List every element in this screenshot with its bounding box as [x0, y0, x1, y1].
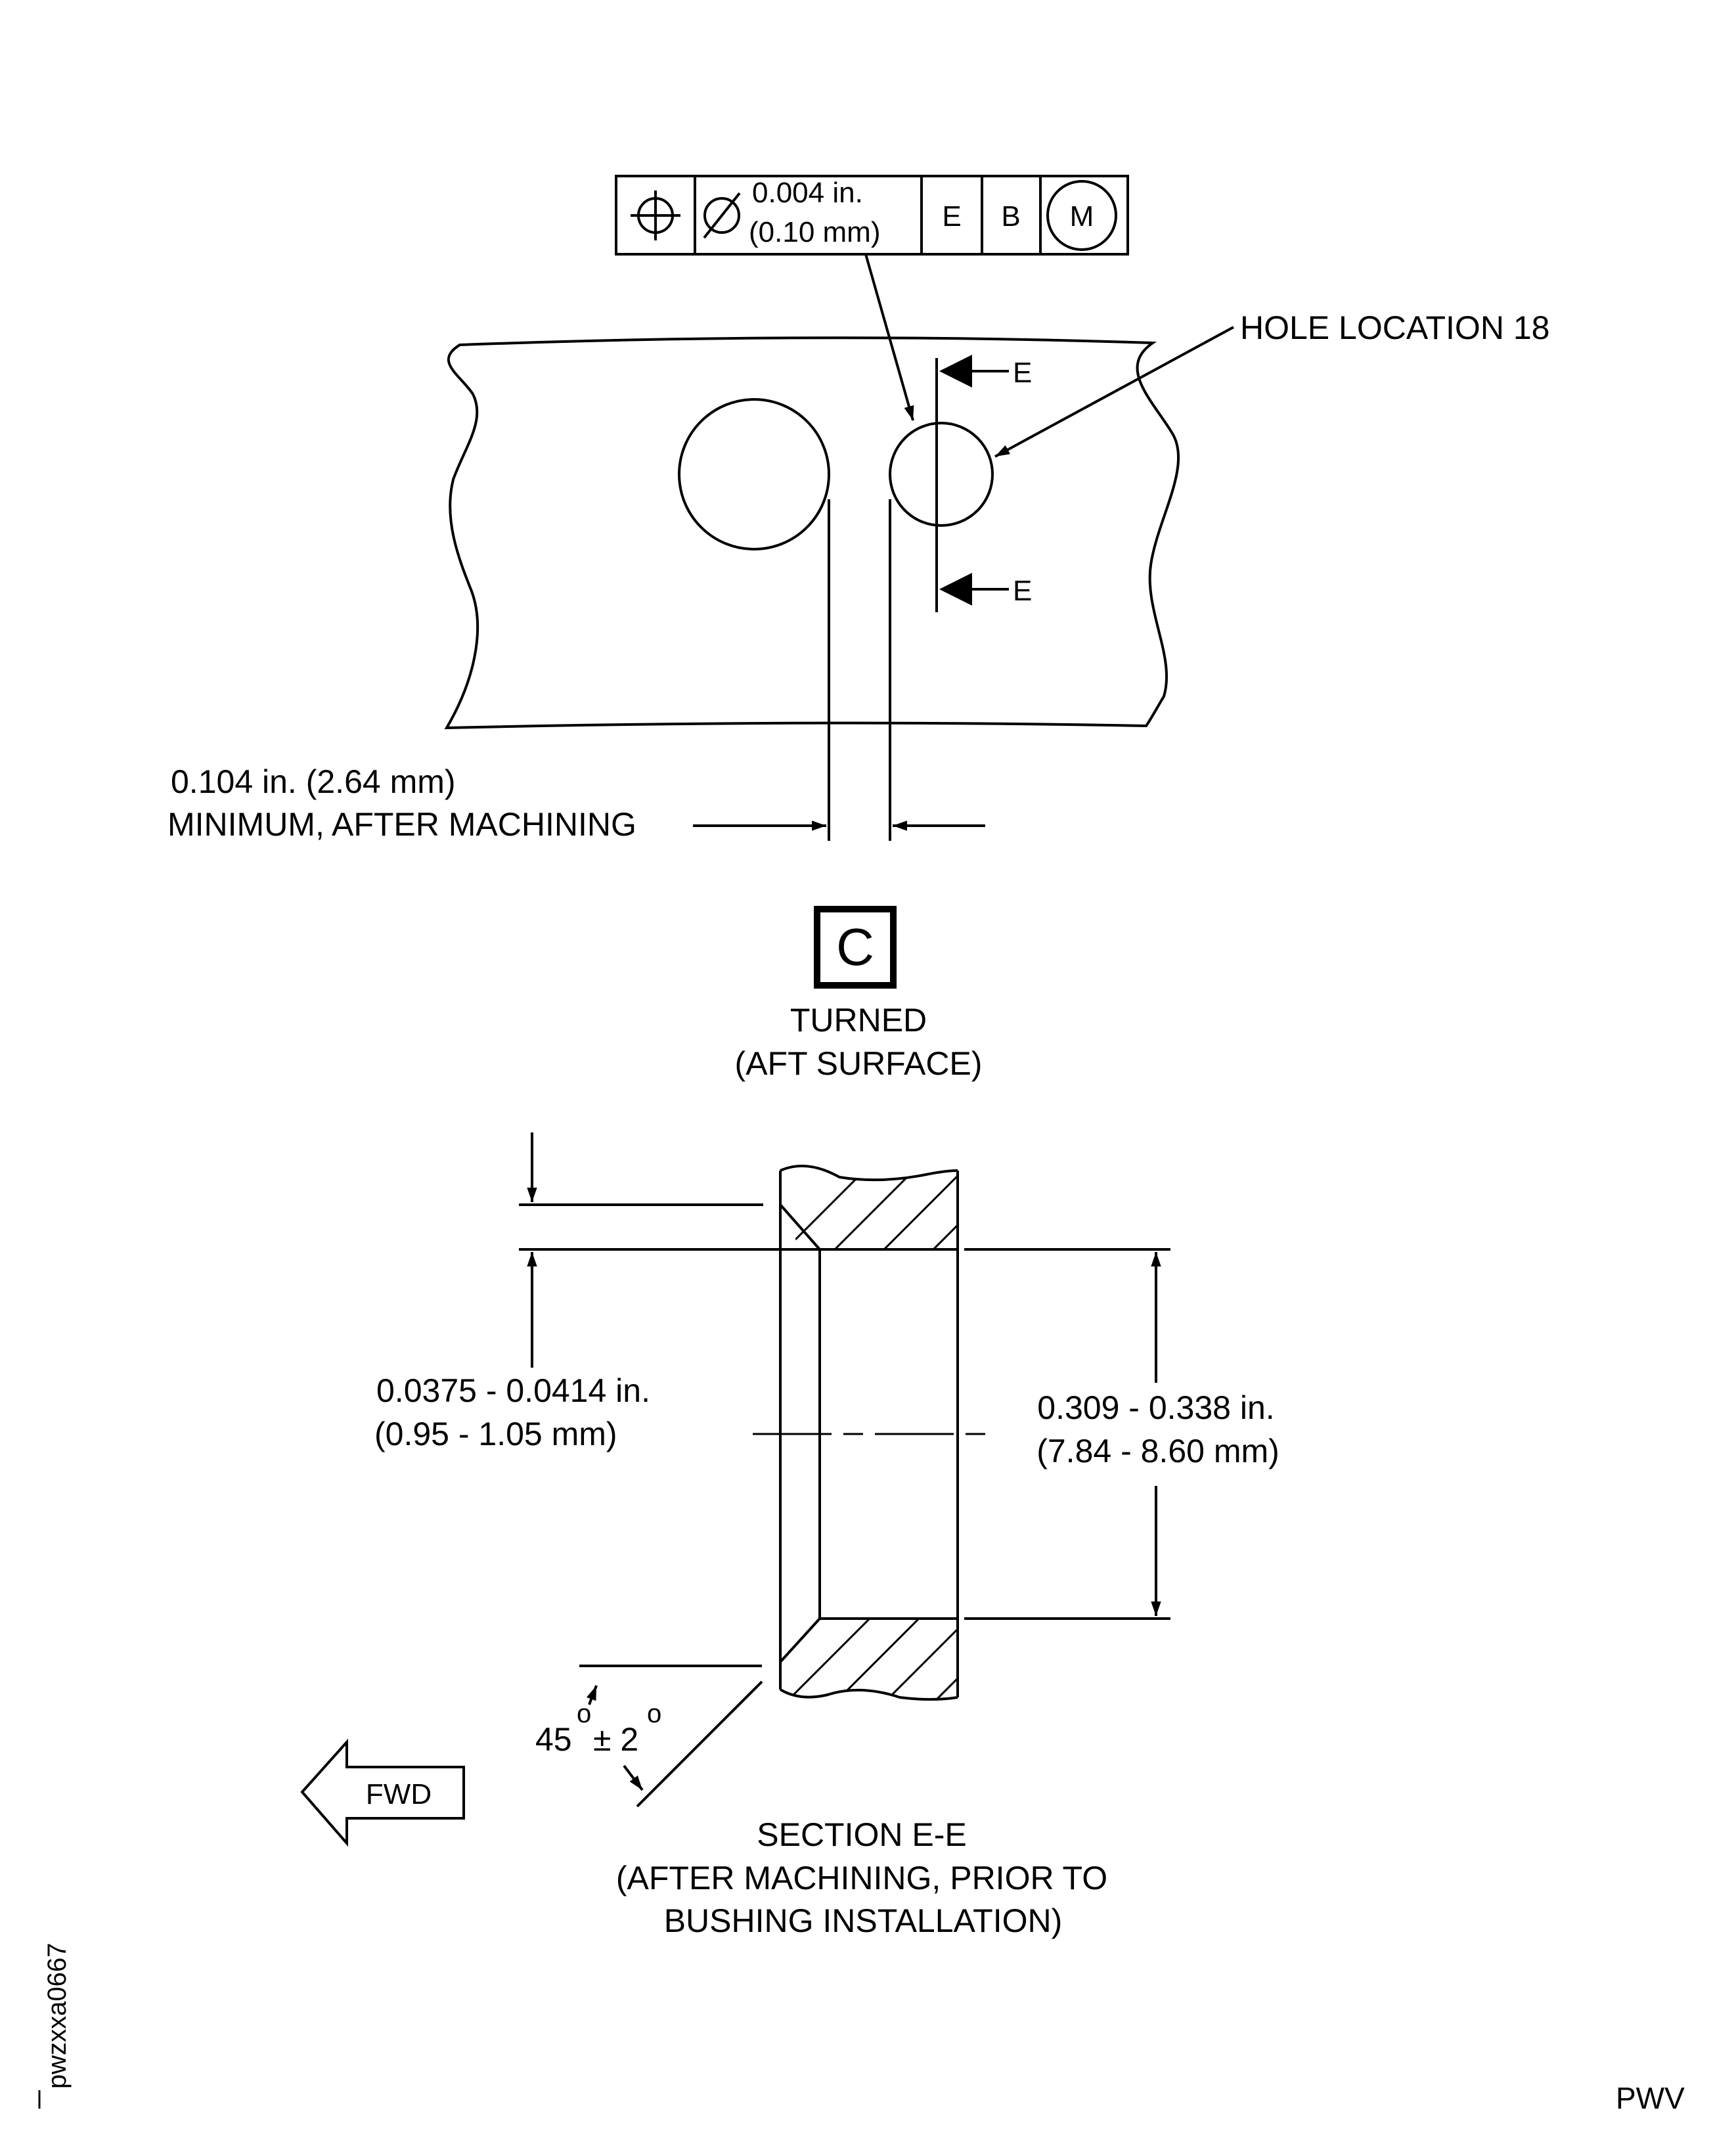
part-outline: [444, 336, 1180, 730]
angle-value: 45: [535, 1721, 572, 1758]
section-title-2: (AFTER MACHINING, PRIOR TO: [616, 1860, 1107, 1896]
surface-label-2: (AFT SURFACE): [735, 1045, 983, 1082]
feature-control-frame: 0.004 in. (0.10 mm) E B M: [615, 175, 1129, 256]
source-code: PWV: [1616, 2081, 1685, 2115]
section-letter-bottom: E: [1013, 575, 1032, 607]
fwd-label: FWD: [366, 1778, 432, 1810]
edge-distance-dimension: [693, 499, 985, 841]
edge-distance-label-1: 0.104 in. (2.64 mm): [171, 763, 456, 800]
fcf-tolerance-mm: (0.10 mm): [749, 216, 880, 248]
surface-symbol-box: [814, 906, 897, 989]
chamfer-angle-dimension: [579, 1665, 763, 1808]
fcf-modifier: M: [1070, 200, 1094, 233]
bottom-hatch: [780, 1619, 958, 1699]
position-icon: [631, 190, 680, 240]
angle-degree-mark: o: [577, 1699, 591, 1728]
bore-diameter-dimension: [964, 1248, 1170, 1620]
chamfer-depth-label-1: 0.0375 - 0.0414 in.: [376, 1372, 650, 1409]
chamfer-depth-dimension: [519, 1132, 801, 1368]
fcf-tolerance-in: 0.004 in.: [752, 177, 863, 209]
angle-tolerance: ± 2: [593, 1721, 638, 1758]
section-view: [753, 1164, 985, 1701]
chamfer-depth-label-2: (0.95 - 1.05 mm): [374, 1416, 617, 1452]
hole-callout-leader: [994, 326, 1234, 458]
figure-id: pwzxxa0667: [43, 1943, 72, 2089]
section-letter-top: E: [1013, 357, 1032, 389]
fwd-arrow-icon: [300, 1738, 465, 1847]
fcf-datum-e: E: [942, 200, 961, 233]
mmc-modifier-circle: [1046, 180, 1117, 251]
tolerance-degree-mark: o: [647, 1699, 661, 1728]
hole-callout-label: HOLE LOCATION 18: [1240, 309, 1549, 346]
surface-label-1: TURNED: [790, 1002, 927, 1039]
section-title-3: BUSHING INSTALLATION): [664, 1902, 1063, 1939]
bore-diameter-label-1: 0.309 - 0.338 in.: [1037, 1389, 1274, 1426]
fcf-datum-b: B: [1001, 200, 1020, 233]
edge-distance-label-2: MINIMUM, AFTER MACHINING: [167, 806, 636, 843]
hole-large: [678, 398, 830, 550]
diameter-icon: [703, 192, 741, 239]
surface-symbol-letter: C: [836, 918, 874, 976]
section-title-1: SECTION E-E: [757, 1816, 966, 1853]
hole-location-18: [889, 422, 994, 527]
section-cut-line: E E: [935, 355, 1032, 612]
bore-diameter-label-2: (7.84 - 8.60 mm): [1036, 1433, 1280, 1469]
